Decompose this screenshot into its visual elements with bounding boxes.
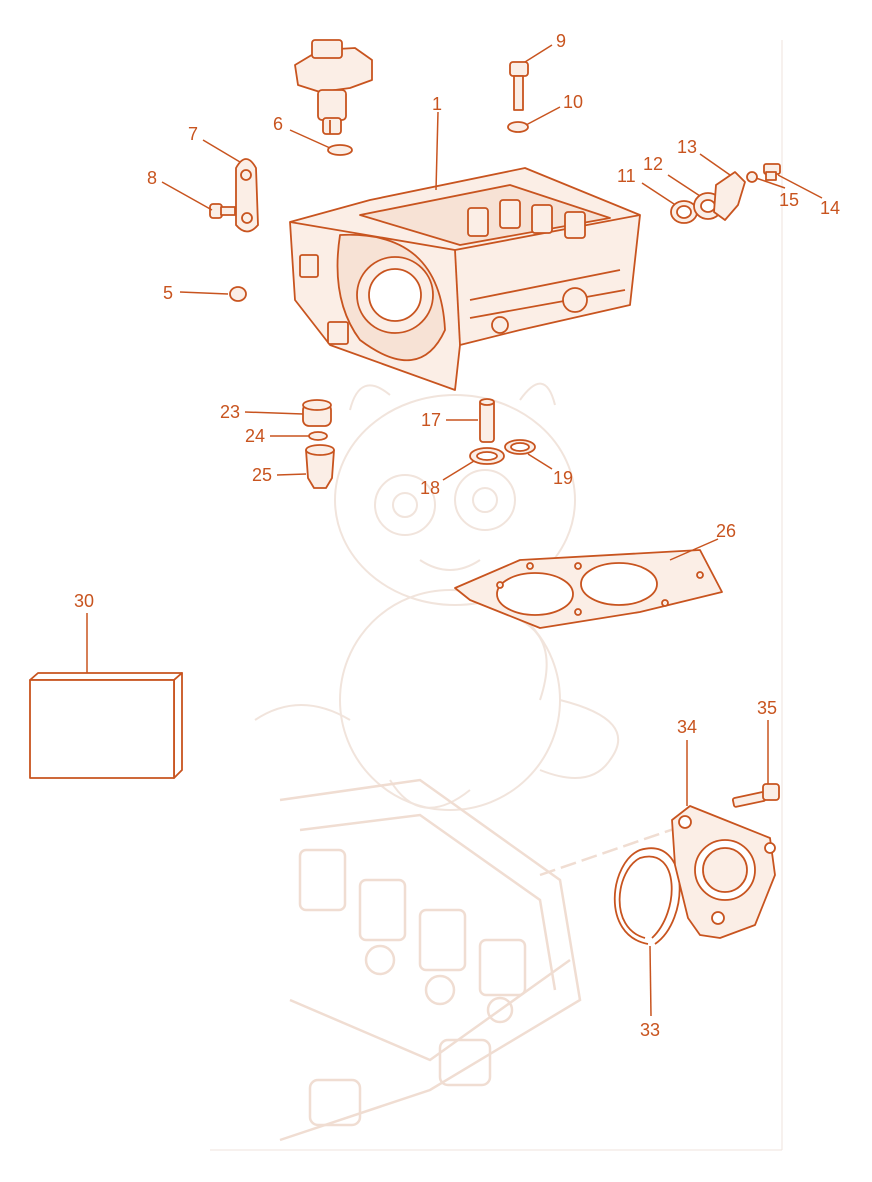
part-17-valve-guide	[479, 398, 495, 443]
callout-17: 17	[421, 410, 441, 430]
callout-8: 8	[147, 168, 157, 188]
part-1-cylinder-head	[289, 167, 641, 391]
callout-24: 24	[245, 426, 265, 446]
part-14-screw	[763, 163, 781, 181]
callout-7: 7	[188, 124, 198, 144]
part-7-lifting-eye	[235, 158, 259, 233]
callout-23: 23	[220, 402, 240, 422]
callout-33: 33	[640, 1020, 660, 1040]
callout-14: 14	[820, 198, 840, 218]
callout-1: 1	[432, 94, 442, 114]
callout-26: 26	[716, 521, 736, 541]
callout-30: 30	[74, 591, 94, 611]
part-9-bolt	[509, 61, 529, 111]
part-18-valve-seat-ring	[469, 447, 505, 465]
callout-13: 13	[677, 137, 697, 157]
part-23-cap	[302, 399, 332, 427]
part-34-housing	[671, 805, 776, 939]
part-11-seal	[670, 200, 698, 224]
part-15-washer	[746, 171, 758, 183]
callout-18: 18	[420, 478, 440, 498]
part-30-kit-box	[29, 672, 183, 779]
leader-lines	[86, 44, 823, 1017]
callout-5: 5	[163, 283, 173, 303]
callout-25: 25	[252, 465, 272, 485]
callout-15: 15	[779, 190, 799, 210]
part-5-plug	[229, 286, 247, 302]
part-8-bolt	[209, 203, 236, 219]
watermark-mascot	[254, 382, 620, 811]
page-frame	[210, 40, 783, 1151]
callout-35: 35	[757, 698, 777, 718]
part-25-sleeve	[305, 444, 335, 489]
part-26-head-gasket	[454, 549, 723, 629]
callout-12: 12	[643, 154, 663, 174]
part-6-seal-ring	[327, 144, 353, 156]
callout-10: 10	[563, 92, 583, 112]
part-24-spring	[308, 431, 328, 441]
part-35-screw	[731, 783, 780, 808]
callout-34: 34	[677, 717, 697, 737]
part-13-bracket	[713, 171, 746, 221]
part-33-o-ring	[613, 847, 681, 945]
callout-19: 19	[553, 468, 573, 488]
callout-11: 11	[617, 166, 636, 186]
callout-9: 9	[556, 31, 566, 51]
part-10-washer	[507, 121, 529, 133]
part-19-valve-seat-ring	[504, 439, 536, 455]
callout-6: 6	[273, 114, 283, 134]
background-engine-block	[279, 778, 701, 1142]
injector-part	[294, 39, 373, 135]
